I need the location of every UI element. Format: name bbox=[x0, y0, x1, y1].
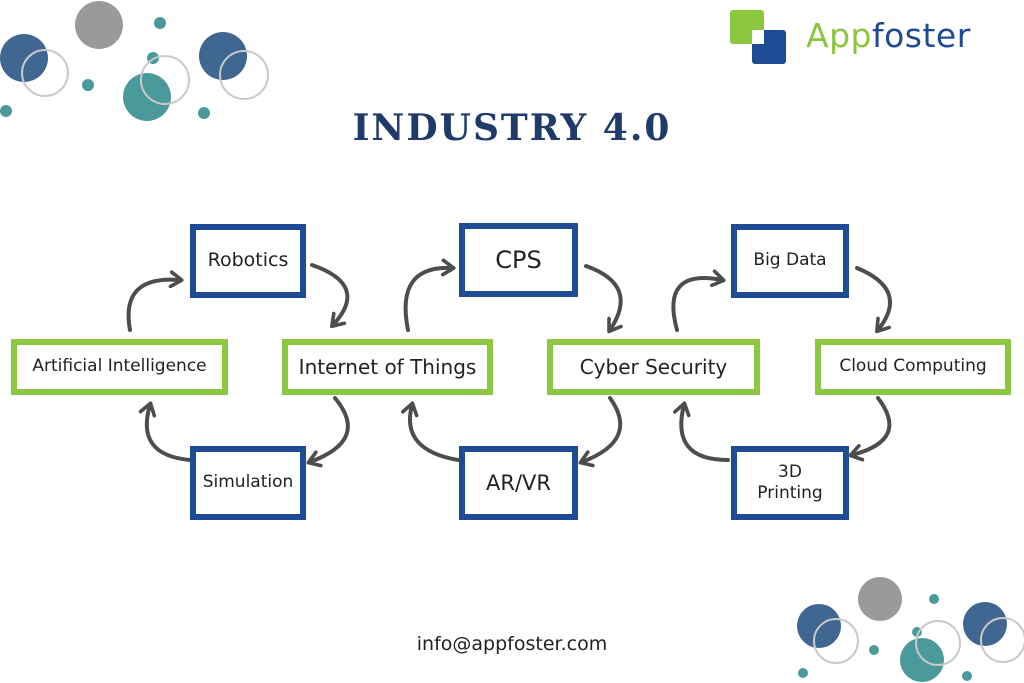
node-cloud-computing: Cloud Computing bbox=[815, 339, 1011, 395]
node-3d-printing: 3D Printing bbox=[731, 446, 849, 520]
arrow-cps-to-cyber bbox=[584, 264, 623, 334]
brand-name-prefix: App bbox=[806, 16, 872, 55]
brand-name-suffix: foster bbox=[871, 16, 971, 55]
node-artificial-intelligence: Artificial Intelligence bbox=[11, 339, 228, 395]
node-big-data-label: Big Data bbox=[753, 250, 827, 271]
arrow-simulation-to-ai bbox=[138, 401, 192, 462]
brand-name: Appfoster bbox=[806, 16, 971, 56]
bottom-right-circle-cluster bbox=[797, 577, 1024, 682]
arrow-3dprinting-to-cyber bbox=[673, 401, 730, 462]
node-cyber-security-label: Cyber Security bbox=[579, 354, 728, 379]
node-simulation-label: Simulation bbox=[202, 472, 294, 493]
arrow-ai-to-robotics bbox=[126, 270, 184, 332]
arrow-iot-to-cps bbox=[403, 258, 456, 332]
node-robotics-label: Robotics bbox=[207, 249, 289, 272]
arrow-arvr-to-iot bbox=[400, 401, 460, 462]
contact-email: info@appfoster.com bbox=[416, 633, 608, 655]
node-cps: CPS bbox=[459, 223, 578, 297]
arrow-robotics-to-iot bbox=[310, 263, 350, 329]
node-3d-printing-label-line2: Printing bbox=[757, 483, 823, 503]
node-cps-label: CPS bbox=[495, 246, 542, 274]
top-left-circle-cluster bbox=[0, 1, 269, 121]
node-internet-of-things-label: Internet of Things bbox=[298, 354, 477, 379]
arrow-iot-to-simulation bbox=[306, 396, 350, 468]
appfoster-logo-mark-icon bbox=[730, 10, 786, 64]
arrow-cyber-to-arvr bbox=[578, 396, 623, 468]
node-cloud-computing-label: Cloud Computing bbox=[839, 356, 987, 377]
node-robotics: Robotics bbox=[190, 224, 306, 298]
appfoster-logo: Appfoster bbox=[728, 8, 1018, 68]
node-simulation: Simulation bbox=[190, 446, 306, 520]
arrow-cloud-to-3dprinting bbox=[848, 396, 892, 462]
node-artificial-intelligence-label: Artificial Intelligence bbox=[32, 356, 207, 377]
node-ar-vr: AR/VR bbox=[459, 446, 578, 520]
node-3d-printing-label-line1: 3D bbox=[778, 461, 802, 482]
node-cyber-security: Cyber Security bbox=[547, 339, 760, 395]
arrow-cyber-to-bigdata bbox=[671, 269, 726, 332]
page-title: INDUSTRY 4.0 bbox=[352, 107, 672, 149]
node-internet-of-things: Internet of Things bbox=[282, 339, 493, 395]
arrow-bigdata-to-cloud bbox=[855, 266, 892, 334]
node-ar-vr-label: AR/VR bbox=[486, 470, 551, 495]
node-big-data: Big Data bbox=[731, 224, 849, 298]
